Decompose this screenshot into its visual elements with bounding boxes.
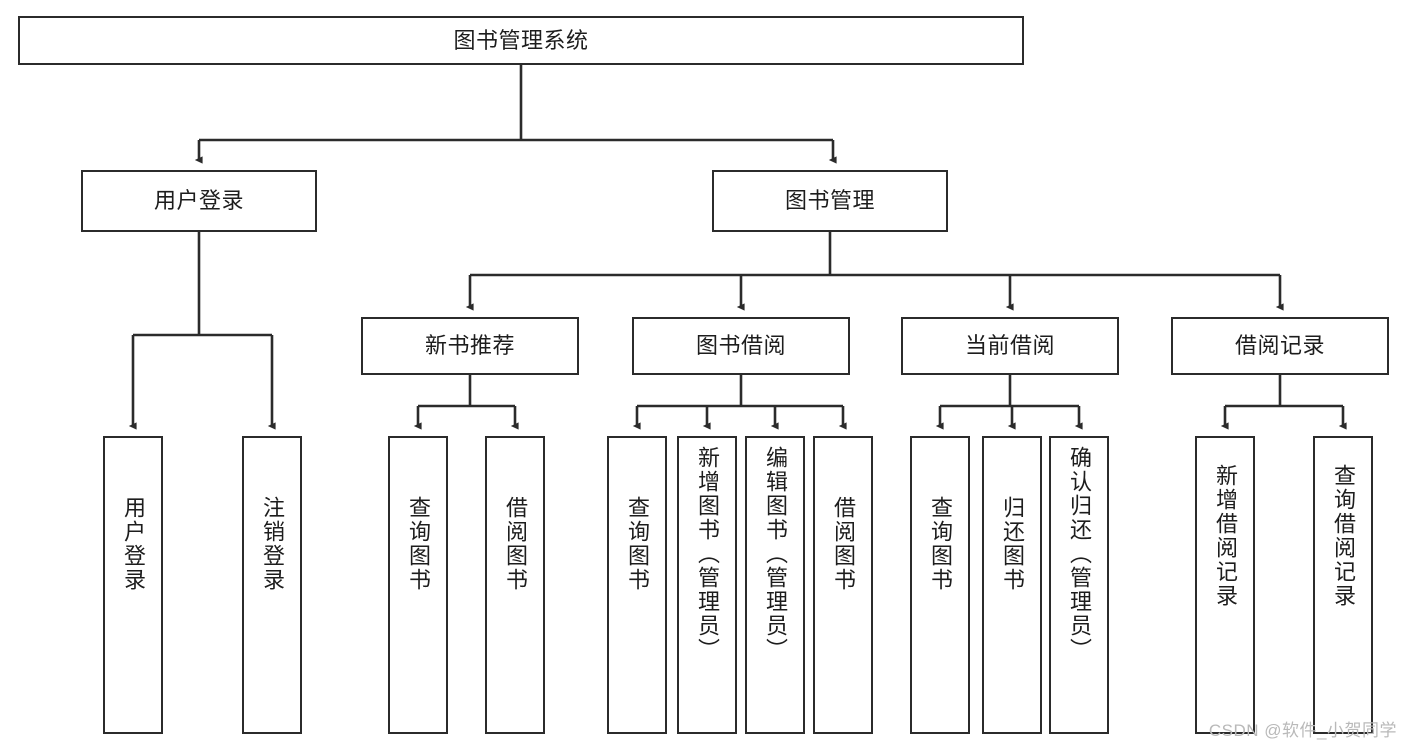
node-leaf-user-login[interactable]: 用户登录 — [103, 436, 163, 734]
node-current-borrow-label: 当前借阅 — [964, 333, 1055, 359]
node-leaf-return-book[interactable]: 归还图书 — [982, 436, 1042, 734]
node-book-borrow-label: 图书借阅 — [695, 333, 786, 359]
node-user-login[interactable]: 用户登录 — [81, 170, 317, 232]
node-leaf-logout[interactable]: 注销登录 — [242, 436, 302, 734]
node-leaf-confirm-return-label: 确认归还（管理员） — [1066, 446, 1092, 662]
node-leaf-query-book-recommend-label: 查询图书 — [405, 496, 431, 592]
node-new-book-recommend-label: 新书推荐 — [424, 333, 515, 359]
node-book-manage[interactable]: 图书管理 — [712, 170, 948, 232]
node-leaf-borrow-book-recommend[interactable]: 借阅图书 — [485, 436, 545, 734]
node-root-label: 图书管理系统 — [453, 27, 589, 53]
node-root[interactable]: 图书管理系统 — [18, 16, 1024, 65]
node-user-login-label: 用户登录 — [153, 188, 244, 214]
node-leaf-add-borrow-record-label: 新增借阅记录 — [1212, 464, 1238, 608]
node-leaf-borrow-book[interactable]: 借阅图书 — [813, 436, 873, 734]
node-leaf-edit-book[interactable]: 编辑图书（管理员） — [745, 436, 805, 734]
node-leaf-query-book-current[interactable]: 查询图书 — [910, 436, 970, 734]
node-leaf-add-book-label: 新增图书（管理员） — [694, 446, 720, 662]
node-leaf-edit-book-label: 编辑图书（管理员） — [762, 446, 788, 662]
node-leaf-query-book-borrow[interactable]: 查询图书 — [607, 436, 667, 734]
node-leaf-add-borrow-record[interactable]: 新增借阅记录 — [1195, 436, 1255, 734]
node-leaf-logout-label: 注销登录 — [259, 496, 285, 592]
csdn-watermark: CSDN @软件_小贺同学 — [1208, 721, 1397, 740]
node-leaf-confirm-return[interactable]: 确认归还（管理员） — [1049, 436, 1109, 734]
node-leaf-query-book-current-label: 查询图书 — [927, 496, 953, 592]
node-leaf-query-book-borrow-label: 查询图书 — [624, 496, 650, 592]
node-new-book-recommend[interactable]: 新书推荐 — [361, 317, 579, 375]
node-book-manage-label: 图书管理 — [784, 188, 875, 214]
node-borrow-record[interactable]: 借阅记录 — [1171, 317, 1389, 375]
node-leaf-borrow-book-label: 借阅图书 — [830, 496, 856, 592]
node-leaf-borrow-book-recommend-label: 借阅图书 — [502, 496, 528, 592]
node-leaf-query-book-recommend[interactable]: 查询图书 — [388, 436, 448, 734]
node-leaf-query-borrow-record-label: 查询借阅记录 — [1330, 464, 1356, 608]
node-leaf-return-book-label: 归还图书 — [999, 496, 1025, 592]
node-leaf-add-book[interactable]: 新增图书（管理员） — [677, 436, 737, 734]
node-borrow-record-label: 借阅记录 — [1234, 333, 1325, 359]
node-book-borrow[interactable]: 图书借阅 — [632, 317, 850, 375]
node-leaf-user-login-label: 用户登录 — [120, 496, 146, 592]
node-leaf-query-borrow-record[interactable]: 查询借阅记录 — [1313, 436, 1373, 734]
node-current-borrow[interactable]: 当前借阅 — [901, 317, 1119, 375]
